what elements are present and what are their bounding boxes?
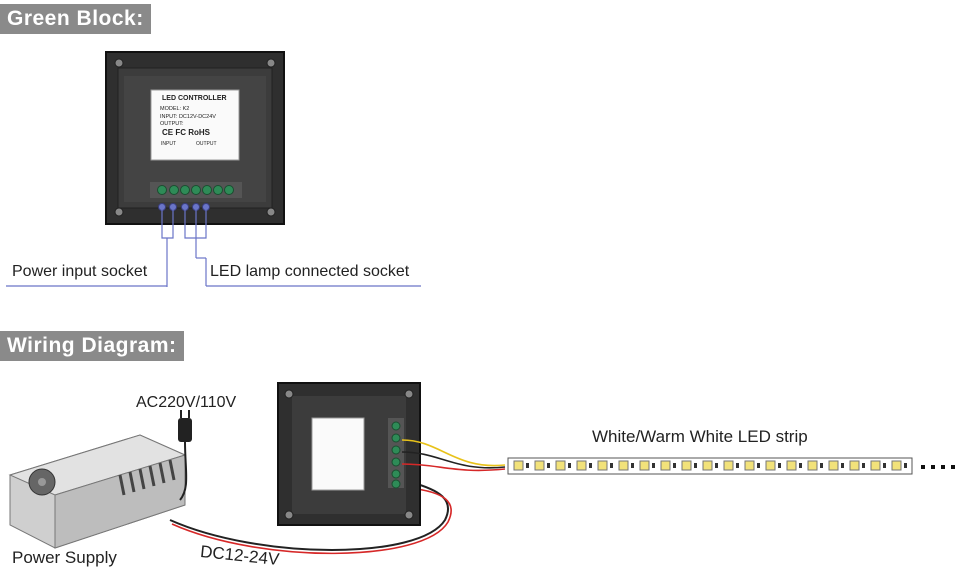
led-chip [597, 460, 608, 471]
led-resistor [757, 463, 760, 468]
power-supply-unit [8, 434, 187, 549]
led-chip [828, 460, 839, 471]
led-resistor [904, 463, 907, 468]
ac-plug-icon [178, 410, 192, 442]
led-chip [618, 460, 629, 471]
led-resistor [778, 463, 781, 468]
ac-cord [179, 441, 188, 501]
led-chip [807, 460, 818, 471]
controller-label-model: MODEL: K2 [160, 106, 190, 112]
led-strip-label: White/Warm White LED strip [592, 427, 808, 446]
led-lamp-socket-label: LED lamp connected socket [210, 263, 410, 280]
screw-icon [266, 58, 276, 68]
led-chip [849, 460, 860, 471]
led-resistor [841, 463, 844, 468]
power-input-socket-label: Power input socket [12, 263, 148, 280]
power-supply-label: Power Supply [12, 548, 117, 567]
dc-wire-red [171, 487, 452, 555]
led-resistor [610, 463, 613, 468]
strip-wire-red [401, 463, 506, 472]
controller-label-title: LED CONTROLLER [162, 95, 227, 102]
led-chip [576, 460, 587, 471]
led-chip [744, 460, 755, 471]
led-chip [660, 460, 671, 471]
strip-continuation-icon [921, 465, 955, 469]
led-resistor [568, 463, 571, 468]
green-block-title: Green Block: [0, 4, 151, 34]
controller-label-table-output: OUTPUT [196, 141, 217, 147]
led-chip [702, 460, 713, 471]
led-chip [555, 460, 566, 471]
led-chip [786, 460, 797, 471]
led-resistor [589, 463, 592, 468]
led-strip [507, 457, 913, 475]
screw-icon [266, 207, 276, 217]
controller-front-panel [105, 51, 285, 225]
led-resistor [715, 463, 718, 468]
led-resistor [820, 463, 823, 468]
controller-label-certs: CE FC RoHS [162, 128, 210, 137]
led-chip [723, 460, 734, 471]
strip-wire-yellow [401, 439, 506, 467]
led-chip [891, 460, 902, 471]
controller-label-table-input: INPUT [161, 141, 176, 147]
led-resistor [799, 463, 802, 468]
controller-label-output: OUTPUT: [160, 121, 184, 127]
led-resistor [883, 463, 886, 468]
led-chip [534, 460, 545, 471]
screw-icon [114, 58, 124, 68]
led-resistor [547, 463, 550, 468]
led-chip [639, 460, 650, 471]
led-resistor [862, 463, 865, 468]
led-resistor [652, 463, 655, 468]
led-resistor [631, 463, 634, 468]
led-resistor [736, 463, 739, 468]
socket-brackets [161, 210, 207, 287]
led-resistor [526, 463, 529, 468]
wiring-controller-panel [277, 382, 421, 526]
led-chip [513, 460, 524, 471]
ac-voltage-label: AC220V/110V [136, 394, 237, 411]
led-chip [870, 460, 881, 471]
led-chip [681, 460, 692, 471]
led-chip [765, 460, 776, 471]
led-resistor [694, 463, 697, 468]
led-resistor [673, 463, 676, 468]
wiring-diagram-title: Wiring Diagram: [0, 331, 184, 361]
controller-label-input: INPUT: DC12V-DC24V [160, 114, 216, 120]
strip-wire-black [401, 451, 506, 469]
screw-icon [114, 207, 124, 217]
